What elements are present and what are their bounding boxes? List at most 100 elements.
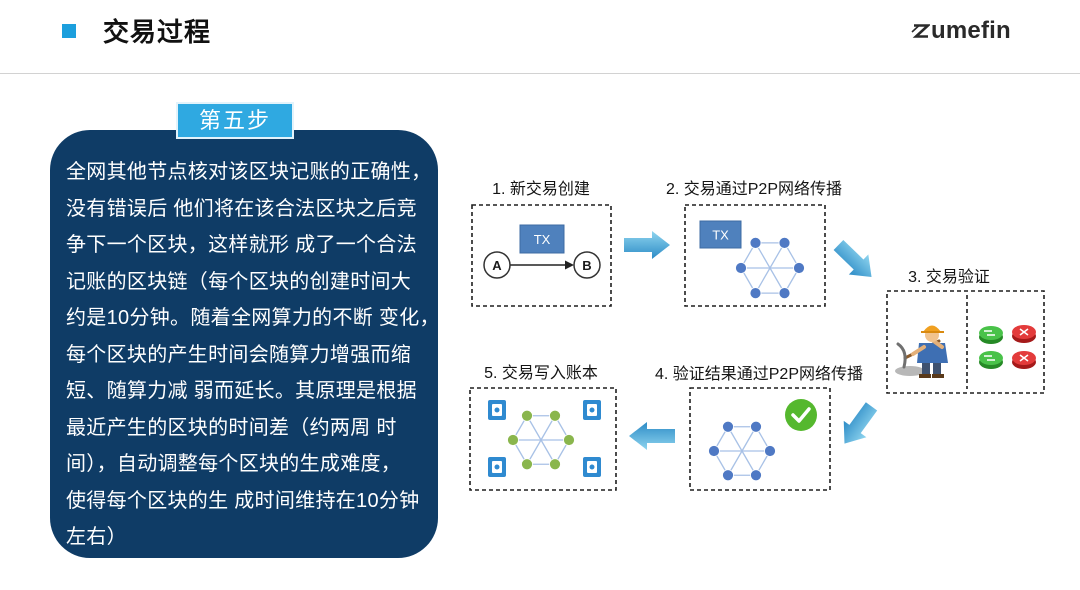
network-node (521, 458, 533, 471)
sender-node (483, 251, 511, 279)
button-mark (984, 355, 995, 361)
check-circle-icon (785, 399, 817, 431)
network-icon (735, 236, 805, 300)
approve-button-icon (979, 351, 1003, 369)
rock-pile (895, 366, 925, 376)
approve-button-icon (979, 326, 1003, 344)
sender-label: A (492, 258, 502, 273)
network-node (708, 445, 720, 457)
description-line: 没有错误后 他们将在该合法区块之后竞 (66, 197, 417, 220)
network-node (722, 469, 734, 482)
page-title: 交易过程 (103, 17, 212, 47)
down-left-arrow-icon (843, 402, 878, 444)
tx-block: TX (519, 224, 565, 254)
step-4-label: 4. 验证结果通过P2P网络传播 (655, 364, 863, 383)
miner-leg (933, 361, 941, 375)
network-node (722, 420, 734, 433)
network-node (778, 287, 791, 300)
receiver-label: B (582, 258, 591, 273)
reject-button-icon (1012, 325, 1036, 343)
title-marker (62, 24, 76, 38)
description-line: 记账的区块链（每个区块的创建时间大 (66, 270, 412, 293)
step-description: 全网其他节点核对该区块记账的正确性， 没有错误后 他们将在该合法区块之后竞 争下… (66, 154, 440, 556)
step-4-box (689, 387, 831, 491)
step-panel: 全网其他节点核对该区块记账的正确性， 没有错误后 他们将在该合法区块之后竞 争下… (50, 130, 440, 558)
network-node (749, 287, 762, 300)
ledger-icon (583, 400, 601, 420)
ledger-icon (583, 457, 601, 477)
down-right-arrow-icon (833, 239, 872, 277)
pickaxe-head (896, 342, 907, 369)
tx-block-label: TX (712, 228, 729, 243)
step-5-label: 5. 交易写入账本 (484, 364, 598, 382)
description-line: 使得每个区块的生 成时间维持在10分钟 (66, 489, 420, 512)
network-edge (727, 426, 757, 476)
network-node (778, 236, 791, 249)
description-line: 全网其他节点核对该区块记账的正确性， (66, 161, 432, 183)
network-node (549, 458, 561, 471)
step-4-result-broadcast: 4. 验证结果通过P2P网络传播 (655, 364, 863, 491)
button-mark (1019, 354, 1029, 362)
step-1-box (471, 204, 612, 307)
network-icon (507, 409, 575, 471)
network-node (750, 420, 762, 433)
step-3-label: 3. 交易验证 (908, 268, 990, 286)
miner-boot (932, 374, 944, 378)
network-icon (708, 420, 776, 482)
brand-logo: umefin (911, 16, 1011, 46)
network-node (563, 434, 575, 446)
step-1-create-transaction: 1. 新交易创建 TX A B (471, 180, 612, 307)
description-line: 约是10分钟。随着全网算力的不断 变化， (66, 307, 440, 329)
step-1-label: 1. 新交易创建 (492, 180, 590, 198)
right-arrow-icon (624, 231, 670, 259)
check-mark (791, 407, 811, 423)
description-line: 争下一个区块，这样就形 成了一个合法 (66, 234, 417, 256)
step-badge: 第五步 (176, 102, 294, 139)
transaction-process-diagram: 1. 新交易创建 TX A B 2. 交易通过P2P网络传播 TX (469, 179, 1045, 491)
logo-mark-icon (911, 24, 930, 38)
tx-block-label: TX (534, 232, 551, 247)
button-mark (1019, 328, 1029, 336)
button-top (979, 351, 1003, 365)
network-node (549, 409, 561, 422)
network-node (521, 409, 533, 422)
receiver-node (573, 251, 601, 279)
network-edge (526, 415, 556, 465)
ledger-icon (488, 457, 506, 477)
step-2-p2p-broadcast: 2. 交易通过P2P网络传播 TX (666, 179, 842, 307)
tx-block-rect (519, 224, 565, 254)
description-line: 左右） (66, 526, 127, 548)
step-2-label: 2. 交易通过P2P网络传播 (666, 179, 842, 198)
step-5-write-ledger: 5. 交易写入账本 (469, 364, 617, 491)
check-circle (785, 399, 817, 431)
description-line: 短、随算力减 弱而延长。其原理是根据 (66, 380, 417, 402)
logo-text: umefin (931, 17, 1011, 44)
network-edge (754, 242, 786, 294)
network-node (750, 469, 762, 482)
miner-hard-hat (923, 325, 941, 332)
tx-block: TX (699, 220, 742, 249)
reject-button-icon (1012, 351, 1036, 369)
network-node (749, 236, 762, 249)
miner-leg (922, 361, 930, 375)
ledger-icon (488, 400, 506, 420)
button-top (979, 326, 1003, 340)
step-3-verification: 3. 交易验证 (886, 268, 1045, 394)
arrowhead-icon (565, 260, 574, 270)
step-3-box (886, 290, 1045, 394)
network-node (764, 445, 776, 457)
step-2-box (684, 204, 826, 307)
network-node (793, 262, 805, 274)
network-node (735, 262, 747, 274)
miner-arm (933, 340, 944, 349)
header-divider (0, 73, 1080, 74)
description-line: 间），自动调整每个区块的生成难度， (66, 453, 402, 475)
tx-block-rect (699, 220, 742, 249)
button-mark (984, 330, 995, 336)
miner-icon (895, 325, 948, 378)
left-arrow-icon (629, 422, 675, 450)
step-5-box (469, 387, 617, 491)
description-line: 最近产生的区块的时间差（约两周 时 (66, 416, 397, 439)
description-line: 每个区块的产生时间会随算力增强而缩 (66, 343, 412, 366)
